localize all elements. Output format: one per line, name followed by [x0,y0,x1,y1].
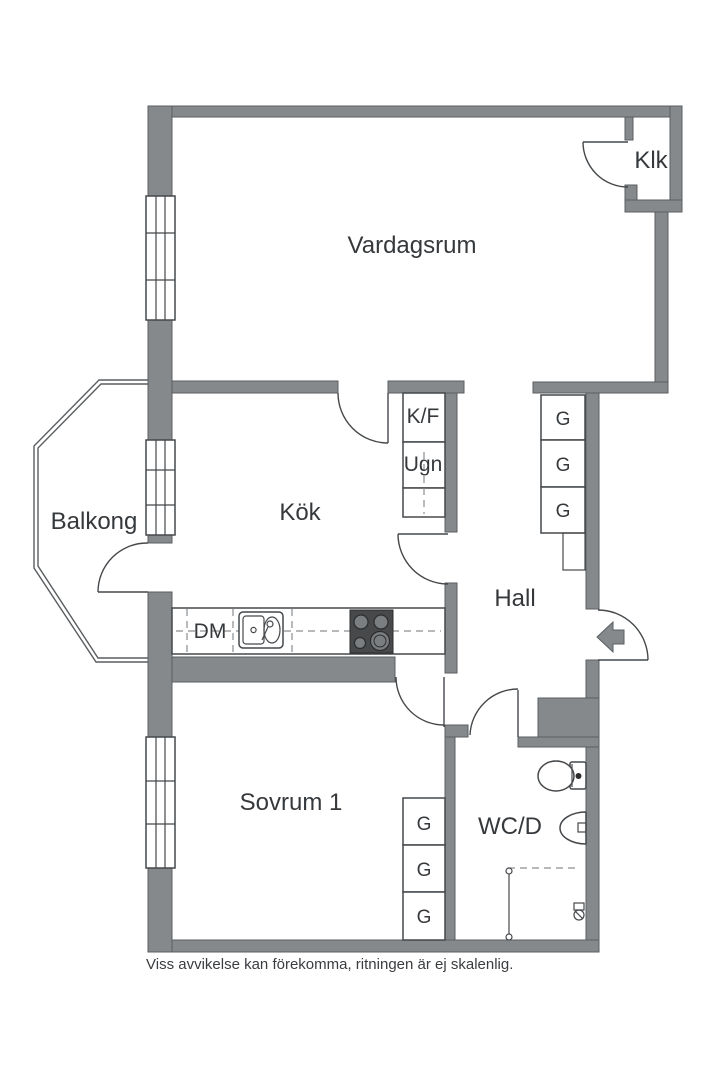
wall-kok-hall-upper [444,392,458,533]
kok-entry-door [337,392,389,444]
room-label-sovrum: Sovrum 1 [240,789,343,816]
kitchen-fixtures [171,392,446,655]
hall-shelf-step [562,532,586,571]
wardrobe [540,394,586,441]
wardrobe-label: G [556,501,571,522]
wardrobe-label: G [417,907,432,928]
wall-hall-top [532,381,669,394]
wardrobe-label: G [417,860,432,881]
kok-window [145,439,176,536]
bathroom-sink-icon [559,811,587,845]
shower-mixer-icon [573,902,585,921]
balcony-railing [33,379,148,663]
wardrobe-label: G [417,814,432,835]
windows [145,195,176,869]
wall-left-3 [147,534,173,544]
wardrobe [402,891,446,941]
kf-ugn-cabinets [402,392,446,518]
room-label-kok: Kök [279,499,321,526]
fixture-label-dm: DM [194,620,227,643]
room-label-balkong: Balkong [51,508,138,535]
klk-door [582,141,629,188]
wardrobe [540,439,586,488]
vardagsrum-window [145,195,176,321]
wall-wc-left [444,736,456,941]
sovrum-door [395,676,445,727]
balcony-door [97,542,149,593]
wall-klk-right [669,105,683,213]
wall-vardagsrum-bottom [171,380,339,394]
balcony-railing-inner [37,383,148,659]
stove-icon [349,609,394,654]
disclaimer-text: Viss avvikelse kan förekomma, ritningen … [146,956,513,973]
wall-hall-right-upper [585,392,600,610]
wall-top [147,105,683,118]
wall-left-5 [147,867,173,953]
wall-left-1 [147,105,173,197]
wall-bottom [147,939,600,953]
room-label-vardagsrum: Vardagsrum [348,232,477,259]
room-label-klk: Klk [634,147,668,174]
wardrobe-label: G [556,409,571,430]
entry-door [596,609,649,661]
wall-hall-right-lower [585,659,600,701]
wall-sovrum-top [171,656,396,683]
hall-wardrobes [540,394,586,571]
sovrum-window [145,736,176,869]
wall-left-2 [147,319,173,441]
wardrobe [402,797,446,846]
balcony-railing-outer [33,379,148,663]
wall-kf-top [387,380,465,394]
fixture-label-kf: K/F [407,405,440,428]
wardrobe-label: G [556,455,571,476]
wall-klk-bottom [624,199,683,213]
wall-right-mid [654,211,669,383]
toilet-icon [537,760,587,792]
kok-hall-door [397,533,449,585]
doors [97,141,649,737]
wall-kok-hall-lower [444,582,458,674]
room-label-hall: Hall [494,585,535,612]
labels: Vardagsrum Klk Balkong Kök Hall Sovrum 1… [51,147,669,973]
walls [147,105,683,953]
room-label-wcd: WC/D [478,813,542,840]
wc-door [469,688,519,737]
wall-shaft-ledge [517,736,600,748]
wall-wc-door-stub [444,724,469,738]
wall-left-4 [147,591,173,738]
wall-wc-right [585,746,600,941]
sovrum-wardrobes [402,797,446,941]
shower-area [505,867,585,941]
bathroom-fixtures [505,760,587,941]
sink-icon [238,611,284,649]
fixture-label-ugn: Ugn [404,453,443,476]
wall-klk-left-stub [624,116,634,141]
wardrobe [540,486,586,534]
entry-direction-arrow-icon [596,620,625,654]
